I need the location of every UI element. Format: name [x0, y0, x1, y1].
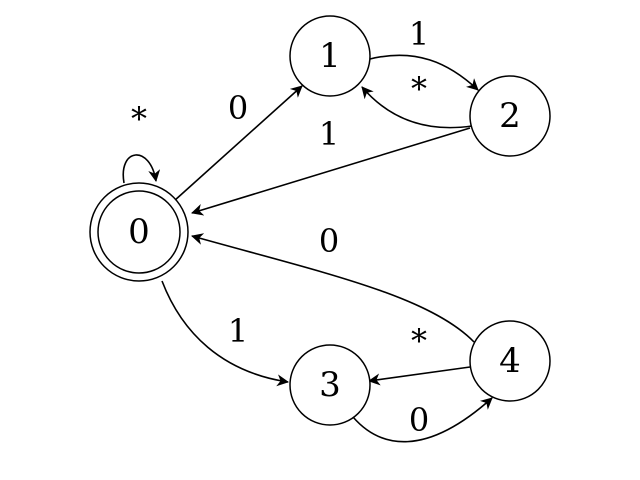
edge-2-to-1-label: * [411, 70, 427, 108]
edge-0-to-1 [173, 85, 303, 202]
state-0-label: 0 [128, 212, 150, 252]
state-1-label: 1 [319, 36, 341, 76]
state-3[interactable]: 3 [289, 344, 371, 426]
edge-0-to-0-label: * [131, 100, 147, 138]
edge-2-to-0 [191, 127, 471, 216]
edge-0-to-3 [161, 280, 289, 387]
state-2[interactable]: 2 [469, 75, 551, 157]
edge-labels: * 0 1 * 1 1 0 * 0 [131, 15, 429, 439]
state-0[interactable]: 0 [89, 182, 189, 282]
state-2-circle [469, 75, 551, 157]
edges [122, 54, 493, 443]
edge-4-to-0 [191, 233, 475, 343]
edge-2-to-1 [361, 86, 473, 129]
state-4-label: 4 [499, 341, 521, 381]
state-1-circle [289, 15, 371, 97]
edge-0-to-1-label: 0 [228, 89, 248, 127]
edge-4-to-3 [368, 366, 471, 386]
state-4[interactable]: 4 [469, 320, 551, 402]
edge-1-to-2-label: 1 [409, 15, 429, 53]
edge-0-to-3-label: 1 [228, 312, 248, 350]
state-4-circle [469, 320, 551, 402]
edge-2-to-0-label: 1 [319, 115, 339, 153]
edge-3-to-4-label: 0 [409, 401, 429, 439]
state-2-label: 2 [499, 96, 521, 136]
state-3-label: 3 [319, 365, 341, 405]
edge-4-to-0-label: 0 [319, 222, 339, 260]
states: 0 1 2 3 4 [89, 15, 551, 426]
edge-0-to-0 [122, 154, 161, 184]
state-1[interactable]: 1 [289, 15, 371, 97]
edge-3-to-4 [352, 397, 493, 443]
edge-1-to-2 [369, 54, 479, 91]
state-3-circle [289, 344, 371, 426]
edge-4-to-3-label: * [411, 322, 427, 360]
state-0-inner-ring [97, 190, 181, 274]
